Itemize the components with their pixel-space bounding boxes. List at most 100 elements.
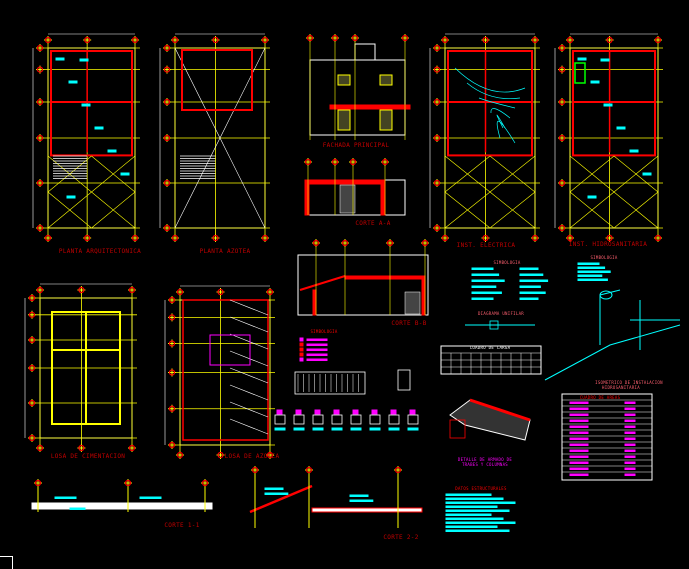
wiring	[490, 108, 511, 119]
room-label	[577, 57, 587, 61]
title-datos-estructurales: DATOS ESTRUCTURALES	[455, 486, 507, 491]
column-label	[388, 427, 400, 431]
area-value	[624, 431, 636, 434]
column-section	[312, 414, 324, 425]
axis-bubble	[44, 36, 52, 44]
column-label	[350, 427, 362, 431]
axis-bubble	[78, 286, 85, 294]
symbol-text	[306, 358, 328, 361]
axis-bubble	[176, 451, 184, 459]
axis-bubble	[36, 44, 44, 52]
text-placeholder	[264, 487, 284, 490]
column-tag	[276, 409, 283, 415]
title-corte-11: CORTE 1-1	[164, 522, 199, 529]
symbol-text	[306, 348, 328, 351]
void-cross	[91, 191, 136, 229]
column-section	[331, 414, 343, 425]
room-label	[616, 126, 626, 130]
title-simbologia-losa: SIMBOLOGIA	[310, 329, 337, 334]
column-label	[274, 427, 286, 431]
title-simbologia-hidro: SIMBOLOGIA	[590, 255, 617, 260]
area-name	[569, 473, 589, 476]
column-tag	[371, 409, 378, 415]
axis-bubble	[36, 66, 44, 73]
axis-bubble	[381, 158, 389, 166]
beam-3d	[449, 399, 531, 441]
text-placeholder	[445, 517, 504, 520]
section-wall	[304, 179, 310, 216]
title-corte-22: CORTE 2-2	[383, 534, 418, 541]
axis-bubble	[78, 444, 85, 452]
axis-bubble	[261, 234, 269, 242]
axis-bubble	[433, 98, 441, 106]
room-label	[68, 80, 78, 84]
axis-bubble	[531, 234, 539, 242]
column-section	[407, 414, 419, 425]
detail-box	[397, 369, 411, 391]
column-label	[312, 427, 324, 431]
window	[379, 109, 393, 131]
area-name	[569, 461, 589, 464]
text-placeholder	[577, 262, 600, 265]
axis-bubble	[558, 224, 566, 232]
axis-bubble	[34, 479, 42, 487]
room-label	[120, 172, 130, 176]
unifilar-box	[489, 320, 499, 330]
room-label	[587, 195, 597, 199]
axis-bubble	[84, 234, 91, 242]
column-tag	[409, 409, 416, 415]
symbol	[299, 347, 304, 352]
column-tag	[333, 409, 340, 415]
isometric-piping	[544, 289, 681, 381]
axis-bubble	[163, 44, 171, 52]
area-name	[569, 407, 589, 410]
axis-bubble	[128, 286, 136, 294]
column-section	[293, 414, 305, 425]
title-diagrama-unifilar: DIAGRAMA UNIFILAR	[478, 311, 524, 316]
stair-detail	[294, 371, 366, 395]
slab-section	[311, 507, 423, 513]
section-outline	[297, 254, 429, 316]
symbol	[299, 357, 304, 362]
window	[337, 109, 351, 131]
axis-bubble	[558, 179, 566, 187]
areas-table	[561, 393, 653, 481]
room-label	[642, 172, 652, 176]
area-name	[569, 449, 589, 452]
ramp-section	[249, 484, 313, 514]
void-cross	[569, 155, 615, 193]
accent-room	[574, 62, 586, 84]
room-label	[107, 149, 117, 153]
parapet	[181, 49, 253, 111]
area-value	[624, 419, 636, 422]
text-placeholder	[519, 279, 549, 282]
void-cross	[444, 155, 491, 193]
axis-bubble	[349, 158, 357, 166]
slab-section	[31, 502, 213, 510]
axis-bubble	[441, 234, 449, 242]
axis-bubble	[217, 288, 224, 296]
void-cross	[613, 155, 659, 193]
symbol	[299, 342, 304, 347]
axis-bubble	[163, 98, 171, 106]
axis-bubble	[28, 311, 36, 318]
axis-bubble	[168, 369, 176, 376]
wall	[447, 50, 533, 157]
text-placeholder	[577, 274, 603, 277]
symbol-text	[306, 353, 328, 356]
text-placeholder	[577, 270, 611, 273]
axis-bubble	[171, 234, 179, 242]
room-label	[600, 58, 610, 62]
text-placeholder	[519, 285, 541, 288]
window	[379, 74, 393, 86]
axis-bubble	[36, 444, 44, 452]
axis-bubble	[351, 34, 359, 42]
axis-bubble	[266, 288, 274, 296]
area-name	[569, 413, 589, 416]
axis-bubble	[163, 224, 171, 232]
axis-bubble	[558, 66, 566, 73]
axis-bubble	[44, 234, 52, 242]
slab-band	[329, 104, 411, 110]
